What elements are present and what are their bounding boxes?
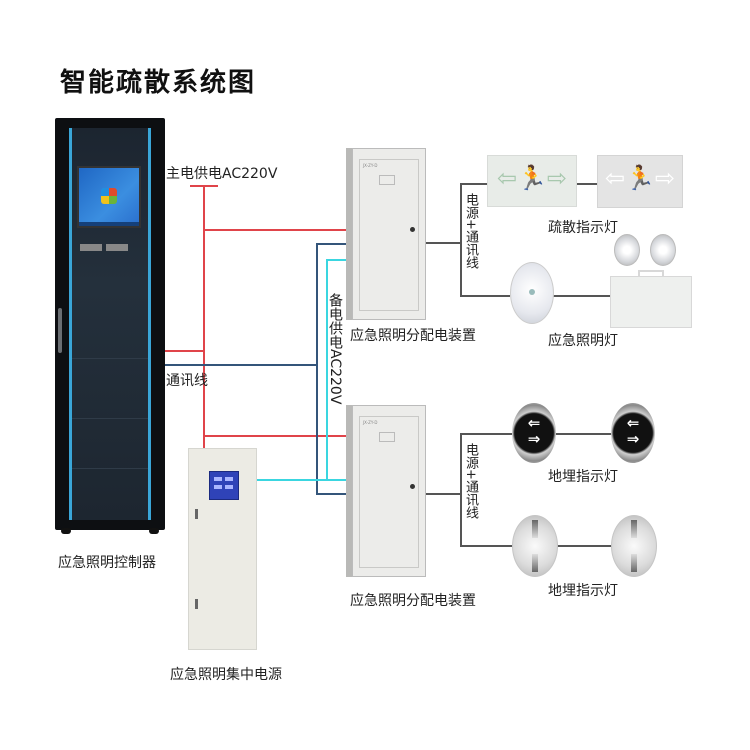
comm-wire-vertical (316, 243, 318, 495)
nameplate (379, 432, 395, 442)
controller-screen (77, 166, 141, 228)
floor-indicator-top-label: 地埋指示灯 (548, 469, 618, 485)
lock-icon (195, 509, 198, 519)
diagram-title: 智能疏散系统图 (60, 68, 257, 98)
distribution-box-top[interactable]: JX-ZY-D (352, 148, 426, 320)
lock-icon (195, 599, 198, 609)
main-power-wire-vertical (203, 186, 205, 448)
central-power-cabinet[interactable] (188, 448, 257, 650)
floor-indicator-bottom-label: 地埋指示灯 (548, 583, 618, 599)
lock-icon (410, 227, 415, 232)
controller-label: 应急照明控制器 (58, 555, 156, 571)
emergency-lighting-controller[interactable] (55, 118, 165, 534)
branch-wire-bottom-vertical (460, 433, 462, 546)
lamp-head-icon (614, 234, 640, 266)
double-arrow-icon: ⇐⇒ (527, 414, 541, 448)
twin-spot-emergency-light[interactable] (610, 234, 692, 328)
distribution-box-bottom[interactable]: JX-ZY-D (352, 405, 426, 577)
taskbar (79, 222, 139, 226)
central-power-label: 应急照明集中电源 (170, 667, 282, 683)
branch-wire-top-light-link (552, 295, 610, 297)
branch-wire-top-sign-link (575, 183, 597, 185)
evacuation-sign-label: 疏散指示灯 (548, 220, 618, 236)
evacuation-sign-2[interactable]: ⇦🏃⇨ (597, 155, 683, 208)
rack-divider (72, 418, 148, 419)
exit-sign-icon: ⇦🏃⇨ (604, 164, 676, 192)
emergency-light-label: 应急照明灯 (548, 333, 618, 349)
exit-sign-icon: ⇦🏃⇨ (496, 164, 568, 192)
power-control-panel (209, 471, 239, 500)
main-power-wire-to-top-box (203, 229, 350, 231)
comm-line-label: 通讯线 (166, 373, 208, 389)
distribution-top-label: 应急照明分配电装置 (350, 328, 476, 344)
indicator-mark (532, 520, 538, 538)
indicator-mark (631, 554, 637, 572)
lamp-body (610, 276, 692, 328)
floor-indicator-arrow-2[interactable]: ⇐⇒ (611, 403, 655, 463)
branch-wire-bottom-lower (460, 545, 512, 547)
rack-divider (72, 358, 148, 359)
emergency-ceiling-light[interactable] (510, 262, 554, 324)
branch-wire-bottom-floor-link (555, 433, 613, 435)
branch-wire-top-upper (460, 183, 488, 185)
light-sensor-icon (529, 289, 535, 295)
comm-wire-from-controller (165, 364, 318, 366)
rack-divider (72, 468, 148, 469)
power-comm-label-bottom: 电源+通讯线 (463, 443, 478, 519)
windows-logo-icon (101, 188, 117, 204)
indicator-mark (532, 554, 538, 572)
branch-wire-top-lower (460, 295, 510, 297)
backup-power-label: 备电供电AC220V (327, 293, 343, 405)
double-arrow-icon: ⇐⇒ (626, 414, 640, 448)
lock-icon (410, 484, 415, 489)
main-power-wire-from-controller (165, 350, 205, 352)
cabinet-glass-door (69, 128, 151, 520)
cabinet-foot (61, 528, 71, 534)
main-power-label: 主电供电AC220V (166, 166, 278, 182)
branch-wire-bottom-floor2-link (555, 545, 613, 547)
branch-wire-bottom-stub (424, 493, 462, 495)
cabinet-foot (149, 528, 159, 534)
distribution-bottom-label: 应急照明分配电装置 (350, 593, 476, 609)
floor-indicator-plain-1[interactable] (512, 515, 558, 577)
backup-power-wire-to-top-box (326, 259, 350, 261)
floor-indicator-arrow-1[interactable]: ⇐⇒ (512, 403, 556, 463)
comm-wire-to-top-box (316, 243, 350, 245)
branch-wire-top-stub (424, 242, 462, 244)
evacuation-sign-1[interactable]: ⇦🏃⇨ (487, 155, 577, 207)
main-power-wire-to-bottom-box (203, 435, 350, 437)
backup-power-wire-from-central (255, 479, 350, 481)
cabinet-handle (58, 308, 62, 353)
branch-wire-top-vertical (460, 183, 462, 296)
floor-indicator-plain-2[interactable] (611, 515, 657, 577)
comm-wire-to-bottom-box (316, 493, 350, 495)
power-comm-label-top: 电源+通讯线 (463, 193, 478, 269)
backup-power-wire-vertical (326, 259, 328, 481)
branch-wire-bottom-upper (460, 433, 512, 435)
lamp-head-icon (650, 234, 676, 266)
controller-buttons (80, 236, 136, 251)
indicator-mark (631, 520, 637, 538)
nameplate (379, 175, 395, 185)
main-power-wire-tick (190, 185, 218, 187)
